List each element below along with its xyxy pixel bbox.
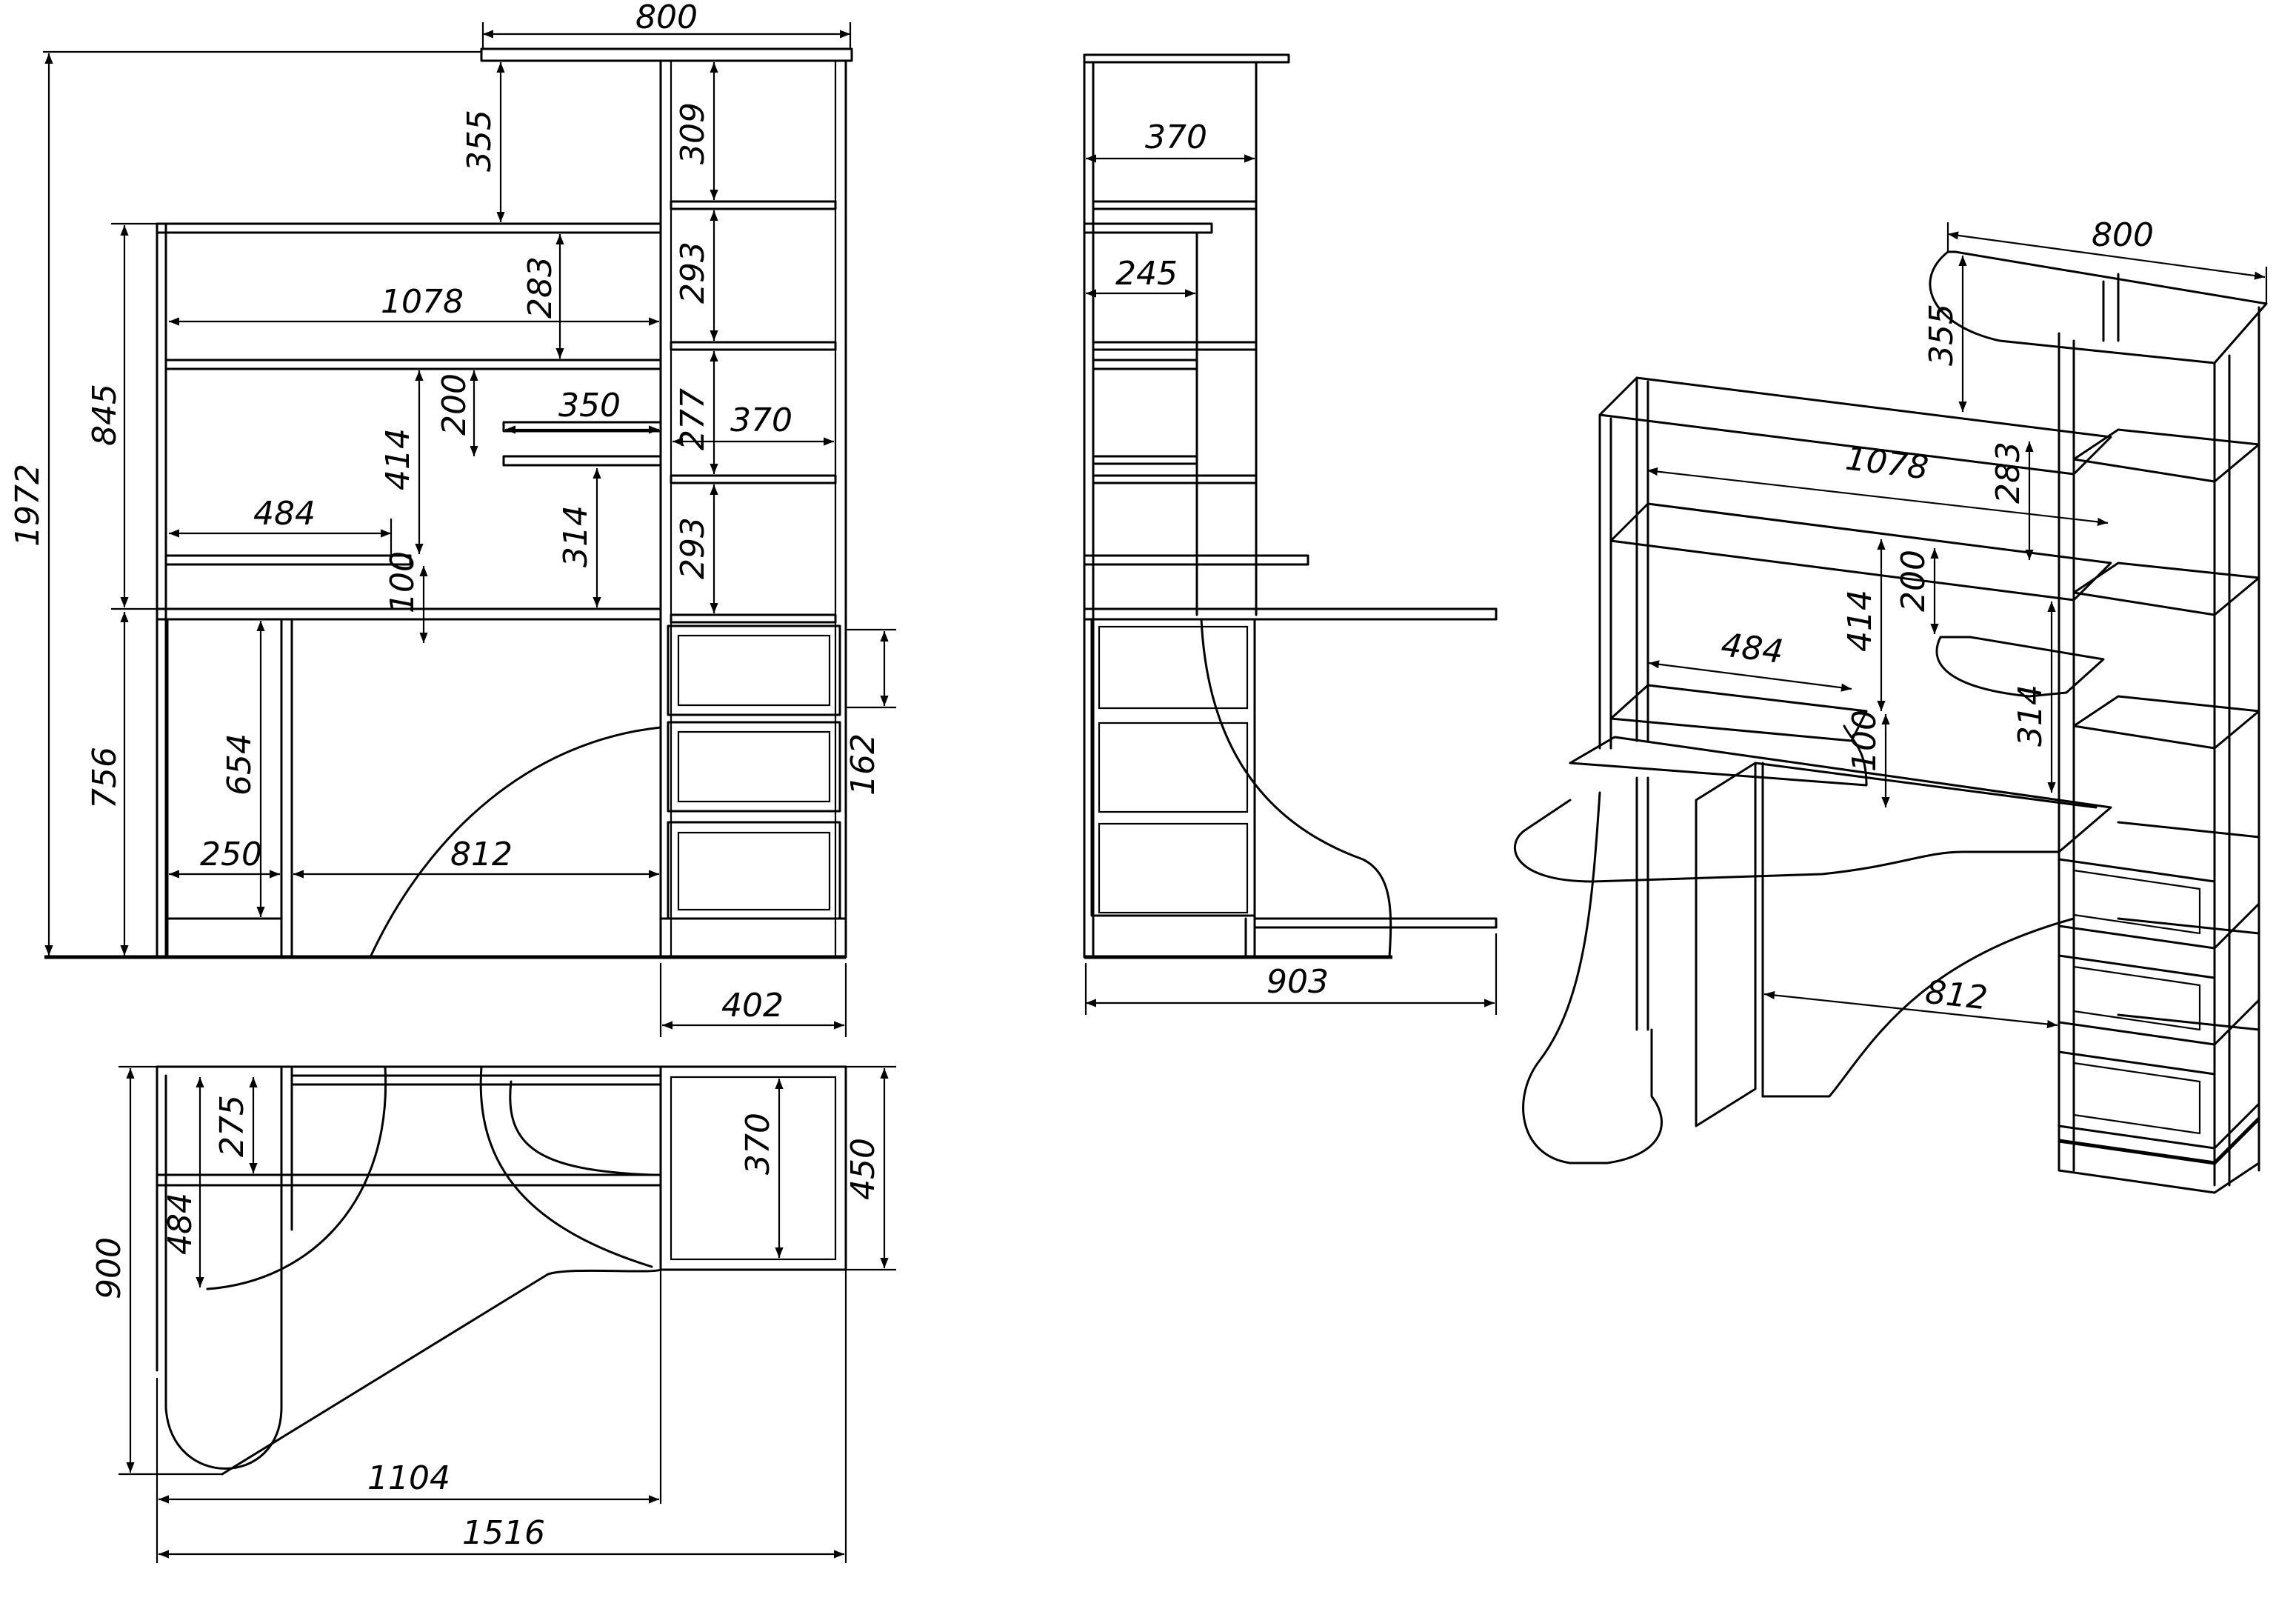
label-484: 484 <box>253 495 316 533</box>
front-drawers <box>667 624 841 920</box>
label-654: 654 <box>221 733 258 796</box>
label-top-450: 450 <box>844 1138 882 1200</box>
label-top-900: 900 <box>90 1237 128 1299</box>
side-curved-leg <box>1200 618 1392 959</box>
label-800: 800 <box>635 0 698 36</box>
iso-left-curved-leg <box>1522 791 1663 1164</box>
front-middle-leg <box>280 618 293 959</box>
front-column-shelves <box>670 200 837 624</box>
label-side-370: 370 <box>1145 119 1207 156</box>
front-view: 800 1972 355 845 756 1078 283 200 350 41… <box>9 0 896 1037</box>
iso-modesty-arc <box>1754 762 2098 1098</box>
side-view: 370 245 903 <box>1083 53 1498 1015</box>
label-402: 402 <box>721 987 784 1024</box>
label-277: 277 <box>674 388 712 450</box>
label-iso-100: 100 <box>1846 710 1883 772</box>
label-iso-283: 283 <box>1989 442 2027 504</box>
label-top-275: 275 <box>213 1095 251 1157</box>
label-iso-414: 414 <box>1841 590 1879 652</box>
label-iso-812: 812 <box>1923 973 1989 1017</box>
label-iso-355: 355 <box>1923 304 1960 366</box>
label-756: 756 <box>86 747 124 809</box>
label-355: 355 <box>461 110 498 172</box>
label-top-1104: 1104 <box>367 1459 450 1497</box>
isometric-view: 800 355 1078 283 414 200 484 100 314 812 <box>1514 216 2268 1194</box>
label-100: 100 <box>384 551 421 613</box>
iso-shelf-484 <box>1609 684 1868 742</box>
label-812: 812 <box>450 836 513 873</box>
label-350: 350 <box>558 387 621 424</box>
front-hutch-top <box>156 222 662 234</box>
label-250: 250 <box>200 836 262 873</box>
label-283: 283 <box>521 256 559 319</box>
label-iso-484: 484 <box>1719 626 1786 671</box>
front-shelf-484 <box>164 554 412 566</box>
label-top-370: 370 <box>739 1113 777 1175</box>
label-top-1516: 1516 <box>462 1514 545 1552</box>
label-top-484: 484 <box>161 1193 199 1255</box>
iso-column-top <box>1929 250 2268 364</box>
label-side-903: 903 <box>1267 963 1329 1001</box>
iso-desk-top <box>1514 736 2112 883</box>
top-view: 275 484 900 1104 1516 370 450 <box>90 1065 896 1563</box>
iso-drawers <box>2058 821 2260 1150</box>
iso-hutch-top <box>1598 376 2112 476</box>
top-left-rounded-end <box>164 1228 283 1470</box>
label-iso-1078: 1078 <box>1843 439 1930 487</box>
side-drawers <box>1090 618 1256 917</box>
label-200: 200 <box>435 373 473 436</box>
front-modesty-arc <box>290 618 662 959</box>
label-370-column: 370 <box>730 402 792 439</box>
iso-column-shelves <box>2072 428 2260 750</box>
side-desk-top <box>1083 607 1498 621</box>
label-162: 162 <box>844 733 882 796</box>
front-left-side <box>156 222 167 959</box>
top-hutch-edge <box>156 1173 662 1187</box>
label-414: 414 <box>379 428 417 490</box>
front-desk-top <box>156 607 662 621</box>
label-309: 309 <box>674 102 712 164</box>
label-293-lower: 293 <box>674 517 712 579</box>
label-314: 314 <box>557 505 595 567</box>
label-iso-200: 200 <box>1895 550 1932 612</box>
label-1078: 1078 <box>381 283 464 321</box>
label-iso-800: 800 <box>2092 216 2154 254</box>
label-1972: 1972 <box>9 464 47 547</box>
front-column-top-board <box>480 47 853 62</box>
label-iso-314: 314 <box>2012 684 2049 747</box>
front-hutch-shelf <box>164 359 662 370</box>
label-293-upper: 293 <box>674 241 712 304</box>
iso-hutch-shelf <box>1609 502 2112 602</box>
top-shelf-arc <box>206 1065 387 1290</box>
label-side-245: 245 <box>1115 255 1178 293</box>
side-top-board <box>1083 53 1290 64</box>
iso-middle-leg <box>1695 762 1757 1127</box>
top-diagonal-edge <box>221 1268 662 1476</box>
label-845: 845 <box>86 384 124 446</box>
top-inner-arc <box>479 1065 653 1268</box>
